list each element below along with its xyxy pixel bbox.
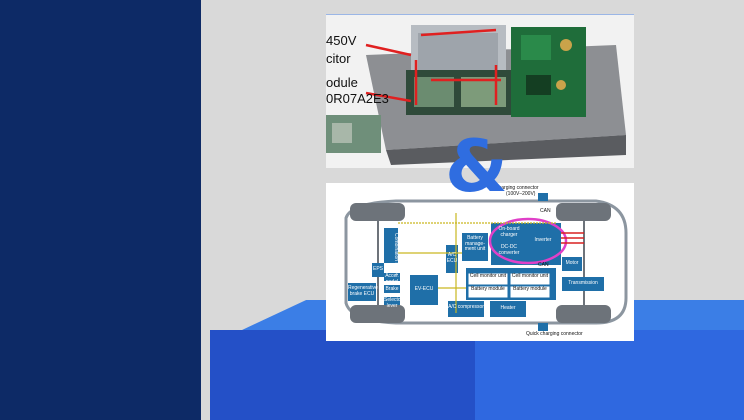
label-combination-meter: Combination meter — [393, 233, 399, 276]
label-ev-ecu: EV-ECU — [414, 286, 434, 292]
label-charging-voltage: (100V–200V) — [506, 191, 536, 197]
ev-system-diagram: charging connector (100V–200V) CAN Combi… — [326, 183, 634, 341]
photo-label-voltage: 450V — [326, 33, 357, 48]
label-dcdc-converter: DC-DC converter — [498, 244, 520, 256]
photo-label-capacitor: citor — [326, 51, 351, 66]
label-inverter: Inverter — [534, 237, 552, 243]
label-regen-brake-ecu: Regenerative brake ECU — [348, 285, 378, 297]
inverter-photo: 450V citor odule 0R07A2E3 — [326, 14, 634, 168]
label-onboard-charger: On-board charger — [498, 226, 520, 238]
pedestal-front-face — [210, 330, 475, 420]
left-navy-band — [0, 0, 201, 420]
photo-label-part-number: 0R07A2E3 — [326, 91, 389, 106]
inverter-photo-image — [326, 15, 634, 168]
label-accel-pedal: Accel. pedal — [385, 273, 399, 285]
label-selector-lever: Selector lever — [384, 297, 403, 309]
label-cell-monitor-2: Cell monitor unit — [511, 273, 549, 279]
label-quick-charging-connector: Quick charging connector — [526, 331, 583, 337]
label-battery-module-2: Battery module — [513, 286, 547, 292]
label-can-mid: CAN — [538, 262, 549, 268]
label-eps: EPS — [372, 266, 383, 272]
photo-label-module: odule — [326, 75, 358, 90]
label-charging-connector: charging connector — [496, 185, 539, 191]
label-motor: Motor — [565, 260, 579, 266]
label-battery-mgmt: Battery manage-ment unit — [464, 235, 486, 252]
ampersand-symbol: & — [445, 124, 508, 208]
label-cell-monitor-1: Cell monitor unit — [469, 273, 507, 279]
label-can-top: CAN — [540, 208, 551, 214]
label-ac-compressor: A/C compressor — [448, 304, 484, 310]
pedestal-side-face — [475, 330, 744, 420]
label-transmission: Transmission — [568, 280, 598, 286]
ev-diagram-graphics — [344, 193, 628, 331]
label-ac-ecu: A/C ECU — [446, 252, 458, 264]
label-brake: Brake — [385, 286, 399, 292]
label-battery-module-1: Battery module — [471, 286, 505, 292]
label-heater: Heater — [500, 305, 516, 311]
